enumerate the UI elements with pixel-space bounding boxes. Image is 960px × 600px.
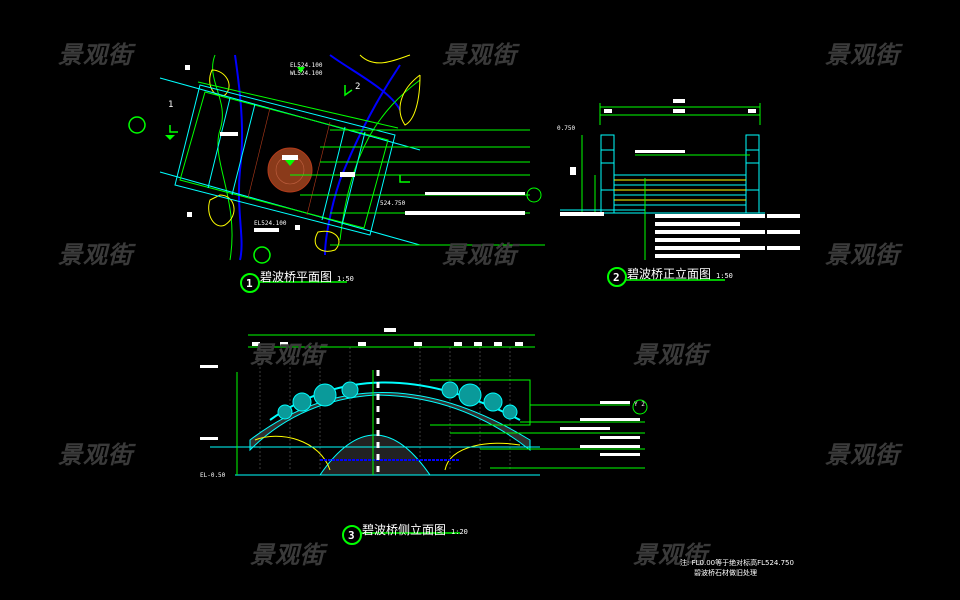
- watermark: 景观街: [250, 541, 325, 569]
- scale: 1:50: [716, 272, 733, 280]
- drawing-number: 3: [348, 529, 355, 542]
- watermark: 景观街: [442, 41, 517, 69]
- watermark: 景观街: [825, 241, 900, 269]
- scale: 1:20: [451, 528, 468, 536]
- note-line-1: 注: FL0.00等于绝对标高FL524.750: [680, 559, 794, 567]
- detail-reference: Y 2: [634, 401, 645, 408]
- plan-elevation-label: EL524.100: [254, 220, 287, 227]
- note: 注: FL0.00等于绝对标高FL524.750 碧波桥石材做旧处理: [680, 558, 794, 578]
- scale: 1:50: [337, 275, 354, 283]
- note-line-2: 碧波桥石材做旧处理: [694, 569, 757, 577]
- drawing-title-plan: 碧波桥平面图 1:50: [260, 268, 354, 285]
- title-text: 碧波桥正立面图: [627, 267, 712, 281]
- watermark: 景观街: [442, 241, 517, 269]
- watermark: 景观街: [633, 541, 708, 569]
- watermark: 景观街: [58, 41, 133, 69]
- plan-water-level-label: WL524.100: [290, 70, 323, 77]
- side-elevation: [200, 328, 648, 476]
- plan-view: [128, 54, 545, 264]
- drawing-number: 2: [613, 271, 620, 284]
- watermark: 景观街: [58, 241, 133, 269]
- title-text: 碧波桥侧立面图: [362, 523, 447, 537]
- front-level-label: 0.750: [557, 125, 576, 132]
- watermark: 景观街: [825, 41, 900, 69]
- title-text: 碧波桥平面图: [260, 270, 333, 284]
- front-elevation: [560, 99, 800, 260]
- watermark: 景观街: [825, 441, 900, 469]
- drawing-title-front: 碧波桥正立面图 1:50: [627, 265, 733, 282]
- section-mark: 1: [168, 100, 174, 110]
- drawing-number: 1: [246, 277, 253, 290]
- bridge-center-medallion: [267, 147, 313, 193]
- plan-level-label: 524.750: [380, 200, 406, 207]
- watermark: 景观街: [58, 441, 133, 469]
- watermark: 景观街: [250, 341, 325, 369]
- plan-elevation-label: EL524.100: [290, 62, 323, 69]
- section-mark: 2: [355, 82, 361, 92]
- side-level-label: EL-0.50: [200, 472, 226, 479]
- watermark: 景观街: [633, 341, 708, 369]
- drawing-title-side: 碧波桥侧立面图 1:20: [362, 521, 468, 538]
